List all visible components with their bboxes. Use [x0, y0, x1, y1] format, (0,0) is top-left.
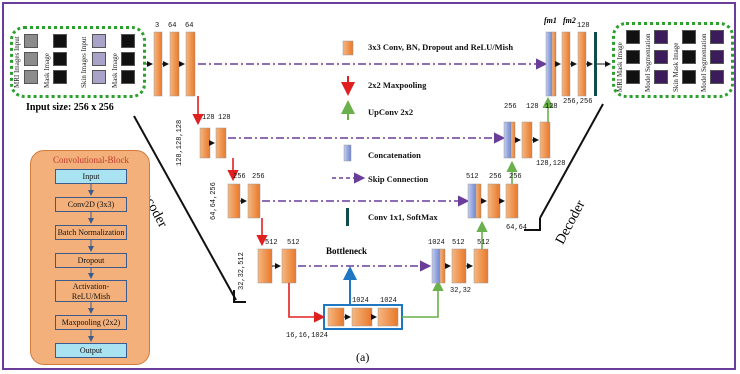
dims-enc4: 32,32,512 [238, 252, 246, 290]
skin-image-2 [92, 52, 106, 66]
ch-dec3-b: 256 [489, 173, 502, 181]
input-images-box [10, 26, 146, 98]
legend-softmax: Conv 1x1, SoftMax [368, 212, 438, 222]
out-skin-mask-2 [682, 50, 696, 64]
fm1-label: fm1 [544, 16, 557, 25]
dims-dec2: 128,128 [536, 160, 566, 168]
out-mri-seg-2 [654, 50, 668, 64]
conv-step-conv2d: Conv2D (3x3) [55, 197, 127, 212]
ch-enc2-a: 128 [202, 114, 215, 122]
dims-bott: 16,16,1024 [286, 332, 329, 340]
legend-maxpool: 2x2 Maxpooling [368, 80, 427, 90]
out-skin-seg-1 [710, 30, 724, 44]
mri-image-3 [24, 70, 38, 84]
ch-enc1-b: 64 [168, 22, 177, 30]
skin-mask-3 [121, 70, 135, 84]
out-skin-mask-3 [682, 70, 696, 84]
ch-dec1-a: 128 [577, 22, 590, 30]
ch-enc3-b: 256 [252, 173, 265, 181]
conv-step-output: Output [55, 343, 127, 358]
out-skin-mask-1 [682, 30, 696, 44]
ch-enc3-a: 256 [233, 173, 246, 181]
convolutional-block: Convolutional-Block Input Conv2D (3x3) B… [30, 150, 150, 365]
dims-dec4: 32,32 [450, 287, 472, 295]
legend-concat: Concatenation [368, 150, 421, 160]
dims-enc2: 128,128,128 [176, 119, 184, 166]
ch-enc4-a: 512 [265, 239, 278, 247]
mri-mask-2 [53, 52, 67, 66]
ch-bott-b: 1024 [380, 297, 397, 305]
skin-mask-2 [121, 52, 135, 66]
ch-enc4-b: 512 [287, 239, 300, 247]
ch-dec3-a: 512 [466, 173, 479, 181]
mri-mask-3 [53, 70, 67, 84]
dims-dec3: 64,64 [506, 224, 528, 232]
out-skin-seg-3 [710, 70, 724, 84]
ch-dec2-a: 256 [504, 103, 517, 111]
skin-image-3 [92, 70, 106, 84]
ch-dec4-c: 512 [477, 239, 490, 247]
legend-upconv: UpConv 2x2 [368, 107, 414, 117]
ch-bott-a: 1024 [352, 297, 369, 305]
mri-image-1 [24, 34, 38, 48]
skin-image-1 [92, 34, 106, 48]
conv-step-input: Input [55, 169, 127, 184]
out-mri-mask-3 [626, 70, 640, 84]
dims-dec1: 256,256 [563, 98, 593, 106]
conv-block-arrows [88, 184, 94, 342]
legend-conv: 3x3 Conv, BN, Dropout and ReLU/Mish [368, 42, 514, 52]
out-mri-seg-3 [654, 70, 668, 84]
out-mri-seg-1 [654, 30, 668, 44]
skin-mask-1 [121, 34, 135, 48]
conv-step-maxpool: Maxpooling (2x2) [55, 315, 127, 330]
out-mri-mask-1 [626, 30, 640, 44]
conv-step-dropout: Dropout [55, 253, 127, 268]
ch-dec4-b: 512 [452, 239, 465, 247]
ch-dec4-a: 1024 [428, 239, 445, 247]
dims-enc3: 64,64,256 [210, 182, 218, 220]
conv-step-activation: Activation-ReLU/Mish [55, 280, 127, 302]
ch-dec3-c: 256 [509, 173, 522, 181]
out-mri-mask-2 [626, 50, 640, 64]
mri-image-2 [24, 52, 38, 66]
out-skin-seg-2 [710, 50, 724, 64]
ch-dec2-b: 128 [526, 103, 539, 111]
figure-frame [2, 2, 736, 370]
mri-mask-1 [53, 34, 67, 48]
bottleneck-label: Bottleneck [326, 246, 367, 256]
ch-enc2-b: 128 [218, 114, 231, 122]
conv-block-title: Convolutional-Block [53, 155, 129, 165]
ch-dec2-c: 128 [545, 103, 558, 111]
conv-step-batchnorm: Batch Normalization [55, 225, 127, 240]
figure-caption: (a) [356, 350, 370, 364]
ch-enc1-c: 64 [185, 22, 194, 30]
legend-skip: Skip Connection [368, 174, 429, 184]
output-images-box [612, 22, 734, 98]
input-size-label: Input size: 256 x 256 [26, 102, 114, 113]
fm2-label: fm2 [563, 16, 576, 25]
ch-enc1-a: 3 [155, 22, 160, 30]
